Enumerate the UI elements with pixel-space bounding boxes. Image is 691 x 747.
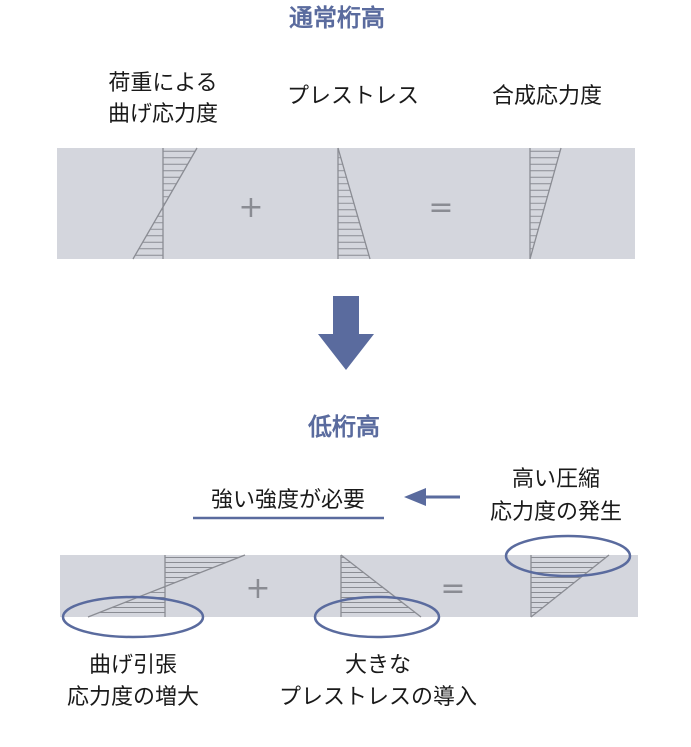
label-bending-tension-line2: 応力度の増大 — [67, 685, 199, 710]
low-girder-title: 低桁高 — [307, 413, 380, 441]
label-large-prestress-line2: プレストレスの導入 — [279, 685, 477, 710]
top-bending-diagram — [132, 147, 198, 260]
prestress-highlight-ellipse — [313, 595, 441, 639]
bottom-combined-diagram — [530, 554, 610, 618]
compression-highlight-ellipse — [504, 534, 632, 578]
label-high-compression-line1: 高い圧縮 — [512, 467, 600, 492]
label-large-prestress-line1: 大きな — [345, 653, 411, 678]
label-prestress: プレストレス — [287, 84, 419, 109]
left-arrow-icon — [404, 488, 460, 506]
label-bending-line2: 曲げ応力度 — [108, 102, 218, 127]
normal-girder-title: 通常桁高 — [289, 4, 385, 32]
label-bending-tension-line1: 曲げ引張 — [89, 653, 177, 678]
bottom-bending-diagram — [87, 554, 246, 618]
top-equals-sign: = — [428, 190, 453, 225]
label-bending-line1: 荷重による — [108, 71, 217, 96]
label-high-compression-line2: 応力度の発生 — [490, 500, 622, 525]
label-combined-stress: 合成応力度 — [492, 84, 602, 109]
bottom-girder-band — [60, 555, 638, 617]
top-plus-sign: + — [238, 190, 263, 225]
down-arrow-icon — [318, 296, 374, 370]
label-strong-strength: 強い強度が必要 — [211, 488, 365, 513]
bottom-equals-sign: = — [440, 571, 465, 606]
bottom-plus-sign: + — [245, 571, 270, 606]
bottom-prestress-diagram — [340, 554, 422, 618]
tension-highlight-ellipse — [61, 595, 205, 639]
top-combined-diagram — [529, 147, 562, 260]
top-prestress-diagram — [337, 147, 371, 260]
